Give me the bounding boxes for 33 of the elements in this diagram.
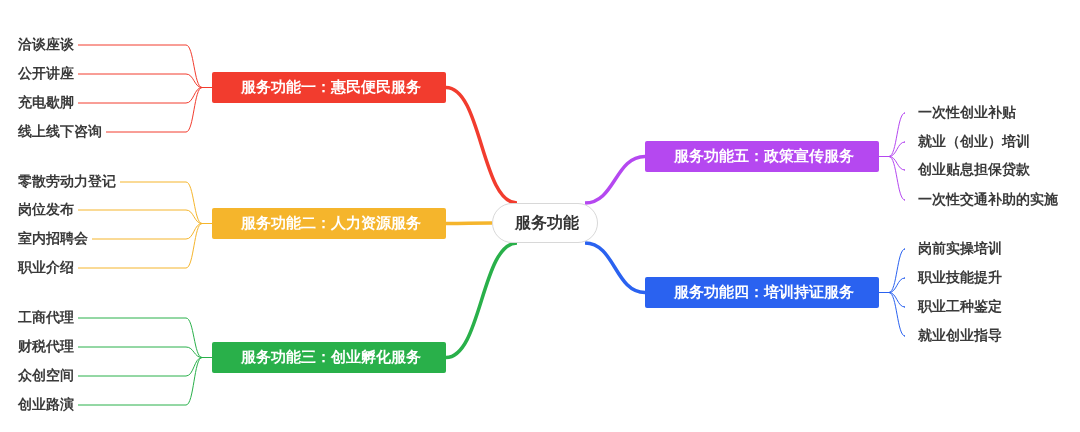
branch-connector [445,241,518,360]
leaf-topic: 零散劳动力登记 [14,170,116,194]
leaf-topic: 职业技能提升 [904,266,1002,290]
leaf-topic: 岗前实操培训 [904,237,1002,261]
leaf-topic: 就业（创业）培训 [904,130,1030,154]
leaf-topic: 洽谈座谈 [14,33,74,57]
leaf-topic: 职业介绍 [14,256,74,280]
branch-topic: 服务功能四：培训持证服务 [645,277,879,308]
leaf-topic: 充电歇脚 [14,91,74,115]
branch-topic: 服务功能二：人力资源服务 [212,208,446,239]
branch-connector [584,241,646,295]
leaf-topic: 创业路演 [14,393,74,417]
leaf-topic: 室内招聘会 [14,227,88,251]
branch-connector [445,85,518,205]
branch-connector [446,221,492,226]
leaf-topic: 创业贴息担保贷款 [904,158,1030,182]
branch-topic: 服务功能三：创业孵化服务 [212,342,446,373]
branch-connector [584,154,646,205]
leaf-topic: 就业创业指导 [904,324,1002,348]
leaf-connector [878,292,906,337]
central-topic: 服务功能 [492,203,598,243]
leaf-topic: 一次性创业补贴 [904,101,1016,125]
leaf-topic: 公开讲座 [14,62,74,86]
leaf-topic: 线上线下咨询 [14,120,102,144]
branch-topic: 服务功能五：政策宣传服务 [645,141,879,172]
leaf-topic: 一次性交通补助的实施 [904,188,1058,212]
leaf-topic: 财税代理 [14,335,74,359]
leaf-topic: 众创空间 [14,364,74,388]
branch-topic: 服务功能一：惠民便民服务 [212,72,446,103]
leaf-topic: 岗位发布 [14,198,74,222]
leaf-connector [878,156,906,201]
leaf-topic: 职业工种鉴定 [904,295,1002,319]
leaf-topic: 工商代理 [14,306,74,330]
